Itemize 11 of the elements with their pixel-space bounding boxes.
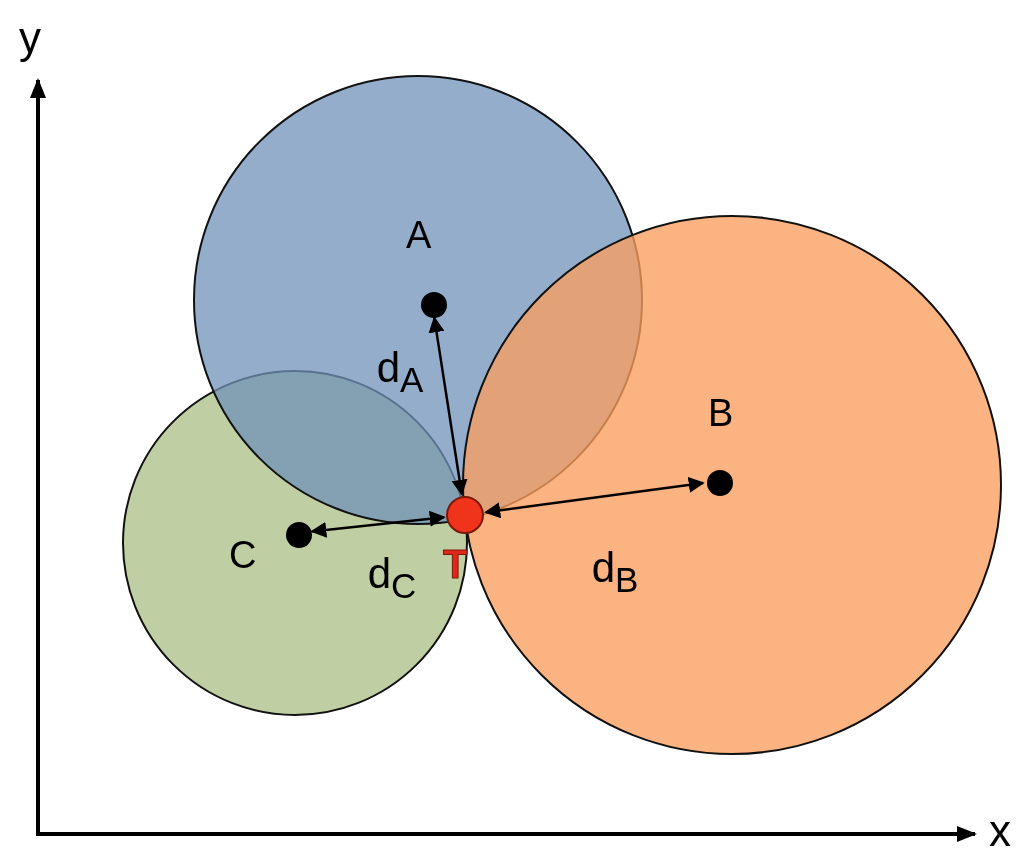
distance-arrow bbox=[428, 316, 468, 496]
point-label: C bbox=[229, 536, 257, 574]
distance-arrow bbox=[310, 510, 446, 538]
distance-arrow bbox=[484, 477, 705, 519]
edge-label: d$_{B}$ bbox=[591, 547, 639, 597]
axis-label: x bbox=[989, 808, 1011, 852]
point-label: B bbox=[708, 394, 734, 432]
edge-label: d$_{A}$ bbox=[376, 347, 424, 397]
edge-label: d$_{C}$ bbox=[367, 553, 417, 603]
point-label: A bbox=[406, 216, 432, 254]
axis-label: y bbox=[19, 15, 41, 60]
